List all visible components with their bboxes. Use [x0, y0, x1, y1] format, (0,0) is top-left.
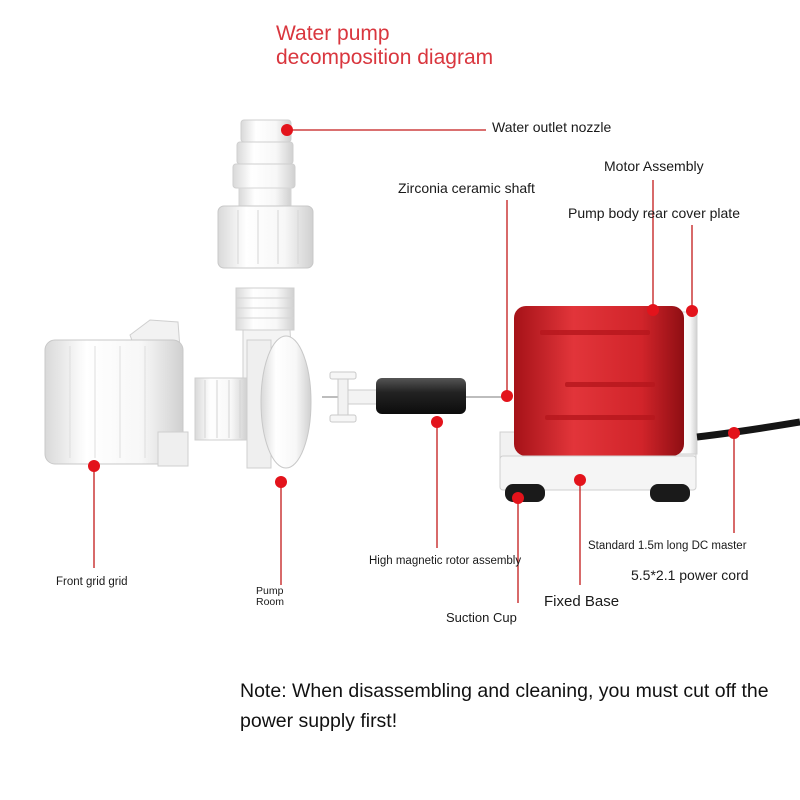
label-pump-room-line-1: Pump: [256, 585, 284, 597]
label-high-magnetic-rotor-assembly: High magnetic rotor assembly: [369, 555, 522, 567]
label-pump-room: Pump Room: [256, 586, 284, 608]
motor-assembly-part: [499, 306, 800, 502]
marker-fixed-base: [574, 474, 586, 486]
label-power-cord: 5.5*2.1 power cord: [631, 567, 749, 583]
label-suction-cup: Suction Cup: [446, 610, 517, 625]
label-zirconia-ceramic-shaft: Zirconia ceramic shaft: [398, 180, 535, 196]
marker-front-grid: [88, 460, 100, 472]
marker-power-cord: [728, 427, 740, 439]
marker-suction-cup: [512, 492, 524, 504]
front-grid-part: [44, 319, 189, 467]
label-water-outlet-nozzle: Water outlet nozzle: [492, 119, 612, 135]
label-motor-assembly: Motor Assembly: [604, 158, 704, 174]
marker-rear-cover-plate: [686, 305, 698, 317]
water-outlet-nozzle: [217, 119, 314, 269]
label-front-grid: Front grid grid: [56, 576, 128, 588]
pump-room-part: [194, 287, 312, 469]
marker-dots: [88, 124, 740, 504]
diagram-title: Water pump decomposition diagram: [276, 22, 493, 70]
label-fixed-base: Fixed Base: [544, 593, 620, 610]
safety-note: Note: When disassembling and cleaning, y…: [240, 680, 769, 732]
leader-lines: [93, 129, 735, 603]
label-pump-body-rear-cover-plate: Pump body rear cover plate: [568, 205, 740, 221]
marker-motor-assembly: [647, 304, 659, 316]
title-line-2: decomposition diagram: [276, 46, 494, 69]
marker-zirconia-shaft: [501, 390, 513, 402]
rotor-assembly-part: [322, 371, 508, 423]
label-standard-cord: Standard 1.5m long DC master: [588, 540, 747, 552]
marker-rotor-assembly: [431, 416, 443, 428]
label-pump-room-line-2: Room: [256, 596, 285, 608]
marker-pump-room: [275, 476, 287, 488]
title-line-1: Water pump: [276, 22, 390, 45]
marker-water-outlet-nozzle: [281, 124, 293, 136]
